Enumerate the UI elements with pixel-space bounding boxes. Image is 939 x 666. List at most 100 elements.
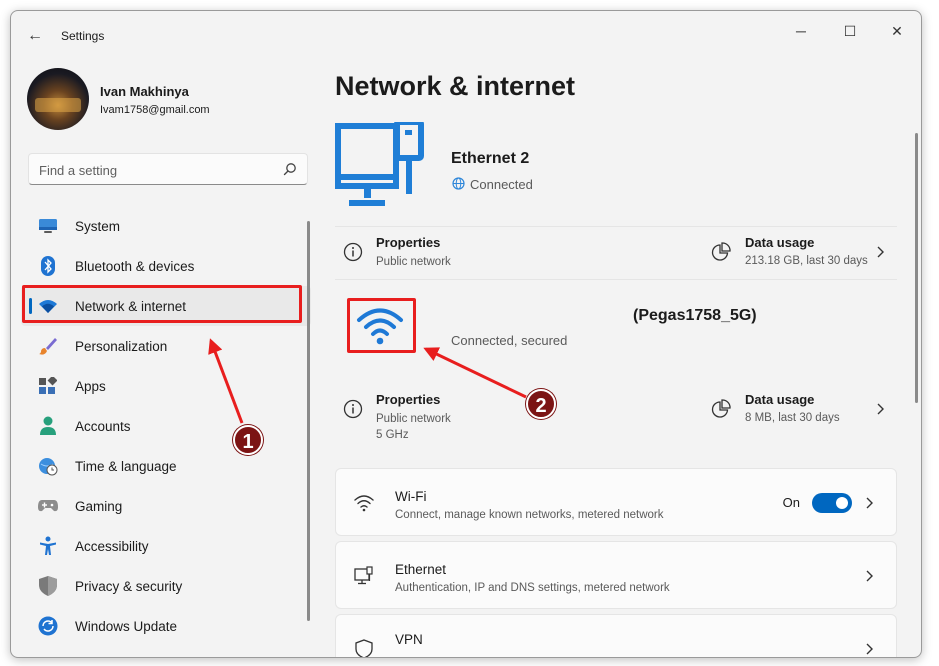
ethernet-name: Ethernet 2 bbox=[451, 150, 530, 167]
annotation-arrow-1 bbox=[208, 338, 244, 424]
globe-clock-icon bbox=[38, 456, 58, 476]
accessibility-icon bbox=[38, 536, 58, 556]
active-indicator bbox=[29, 298, 32, 314]
data-usage-title: Data usage bbox=[745, 392, 815, 407]
properties-title: Properties bbox=[376, 235, 441, 250]
vpn-settings-card[interactable]: VPN bbox=[335, 614, 897, 657]
search-icon[interactable] bbox=[283, 162, 297, 176]
sidebar-item-label: Personalization bbox=[75, 338, 168, 354]
person-icon bbox=[38, 416, 58, 436]
sidebar-item-privacy-security[interactable]: Privacy & security bbox=[21, 566, 311, 606]
monitor-icon bbox=[38, 216, 58, 236]
chevron-right-icon[interactable] bbox=[873, 245, 887, 259]
divider bbox=[335, 226, 897, 227]
main-scrollbar[interactable] bbox=[915, 133, 918, 403]
avatar[interactable] bbox=[27, 68, 89, 130]
sidebar-item-system[interactable]: System bbox=[21, 206, 311, 246]
apps-icon bbox=[38, 376, 58, 396]
sidebar-item-gaming[interactable]: Gaming bbox=[21, 486, 311, 526]
pie-chart-icon bbox=[711, 399, 731, 418]
wifi-settings-card[interactable]: Wi-Fi Connect, manage known networks, me… bbox=[335, 468, 897, 536]
info-icon bbox=[343, 399, 363, 419]
minimize-button[interactable]: ─ bbox=[796, 23, 806, 39]
ethernet-icon bbox=[354, 566, 373, 585]
vpn-shield-icon bbox=[355, 639, 373, 657]
sidebar-item-network[interactable]: Network & internet bbox=[21, 286, 311, 326]
wifi-network-name: (Pegas1758_5G) bbox=[633, 307, 757, 324]
sidebar-item-label: Accounts bbox=[75, 418, 131, 434]
update-icon bbox=[38, 616, 58, 636]
card-title: Ethernet bbox=[395, 562, 447, 577]
user-name: Ivan Makhinya bbox=[100, 84, 189, 99]
sidebar-item-personalization[interactable]: Personalization bbox=[21, 326, 311, 366]
properties-subtitle: Public network bbox=[376, 413, 451, 425]
ethernet-status: Connected bbox=[470, 177, 533, 192]
search-box[interactable] bbox=[28, 153, 308, 185]
wifi-properties-row[interactable]: Properties Public network 5 GHz Data usa… bbox=[335, 383, 897, 453]
chevron-right-icon[interactable] bbox=[873, 402, 887, 416]
sidebar-item-label: Privacy & security bbox=[75, 578, 183, 594]
pie-chart-icon bbox=[711, 242, 731, 261]
sidebar-scrollbar[interactable] bbox=[307, 221, 310, 621]
user-email: Ivam1758@gmail.com bbox=[100, 104, 210, 116]
annotation-arrows bbox=[208, 338, 527, 424]
card-subtitle: Authentication, IP and DNS settings, met… bbox=[395, 582, 670, 594]
sidebar-item-label: Gaming bbox=[75, 498, 123, 514]
globe-icon bbox=[452, 177, 465, 190]
settings-window: ← Settings ─ ☐ ✕ Ivan Makhinya Ivam1758@… bbox=[10, 10, 922, 658]
ethernet-properties-row[interactable]: Properties Public network Data usage 213… bbox=[335, 226, 897, 278]
properties-subtitle: Public network bbox=[376, 256, 451, 268]
chevron-right-icon[interactable] bbox=[862, 496, 876, 510]
app-title: Settings bbox=[61, 29, 105, 43]
sidebar-item-time-language[interactable]: Time & language bbox=[21, 446, 311, 486]
page-title: Network & internet bbox=[335, 71, 576, 101]
chevron-right-icon[interactable] bbox=[862, 642, 876, 656]
sidebar-item-label: Network & internet bbox=[75, 298, 187, 314]
sidebar-item-windows-update[interactable]: Windows Update bbox=[21, 606, 311, 646]
sidebar-item-label: Accessibility bbox=[75, 538, 149, 554]
wifi-icon bbox=[38, 296, 58, 316]
wifi-status: Connected, secured bbox=[451, 333, 568, 348]
sidebar-item-label: Bluetooth & devices bbox=[75, 258, 195, 274]
toggle-state-label: On bbox=[782, 495, 800, 510]
annotation-box-network bbox=[22, 285, 302, 323]
properties-band: 5 GHz bbox=[376, 429, 409, 441]
back-button[interactable]: ← bbox=[27, 27, 43, 44]
sidebar-item-label: Apps bbox=[75, 378, 106, 394]
data-usage-subtitle: 213.18 GB, last 30 days bbox=[745, 255, 868, 267]
annotation-box-wifi bbox=[347, 298, 416, 353]
sidebar-item-bluetooth[interactable]: Bluetooth & devices bbox=[21, 246, 311, 286]
close-button[interactable]: ✕ bbox=[891, 23, 903, 39]
maximize-button[interactable]: ☐ bbox=[843, 23, 857, 39]
sidebar-item-label: System bbox=[75, 218, 121, 234]
sidebar-item-label: Time & language bbox=[75, 458, 177, 474]
ethernet-settings-card[interactable]: Ethernet Authentication, IP and DNS sett… bbox=[335, 541, 897, 609]
data-usage-title: Data usage bbox=[745, 235, 815, 250]
card-title: Wi-Fi bbox=[395, 489, 427, 504]
chevron-right-icon[interactable] bbox=[862, 569, 876, 583]
shield-icon bbox=[38, 576, 58, 596]
wifi-icon bbox=[354, 495, 374, 512]
data-usage-subtitle: 8 MB, last 30 days bbox=[745, 412, 840, 424]
divider bbox=[335, 279, 897, 280]
sidebar-item-label: Windows Update bbox=[75, 618, 178, 634]
sidebar-item-apps[interactable]: Apps bbox=[21, 366, 311, 406]
brush-icon bbox=[38, 336, 58, 356]
annotation-badge-2: 2 bbox=[526, 389, 556, 419]
annotation-arrow-2 bbox=[423, 347, 527, 399]
wifi-signal-icon bbox=[357, 308, 403, 345]
search-input[interactable] bbox=[39, 160, 269, 180]
sidebar-nav: System Bluetooth & devices Network & int… bbox=[21, 206, 311, 646]
sidebar-item-accessibility[interactable]: Accessibility bbox=[21, 526, 311, 566]
sidebar-item-accounts[interactable]: Accounts bbox=[21, 406, 311, 446]
card-subtitle: Connect, manage known networks, metered … bbox=[395, 509, 664, 521]
gamepad-icon bbox=[38, 496, 58, 516]
card-title: VPN bbox=[395, 632, 423, 647]
title-bar: ← Settings ─ ☐ ✕ bbox=[11, 11, 921, 59]
bluetooth-icon bbox=[38, 256, 58, 276]
properties-title: Properties bbox=[376, 392, 441, 407]
ethernet-monitor-icon bbox=[335, 122, 424, 206]
wifi-toggle[interactable] bbox=[812, 493, 852, 513]
info-icon bbox=[343, 242, 363, 262]
annotation-badge-1: 1 bbox=[233, 425, 263, 455]
